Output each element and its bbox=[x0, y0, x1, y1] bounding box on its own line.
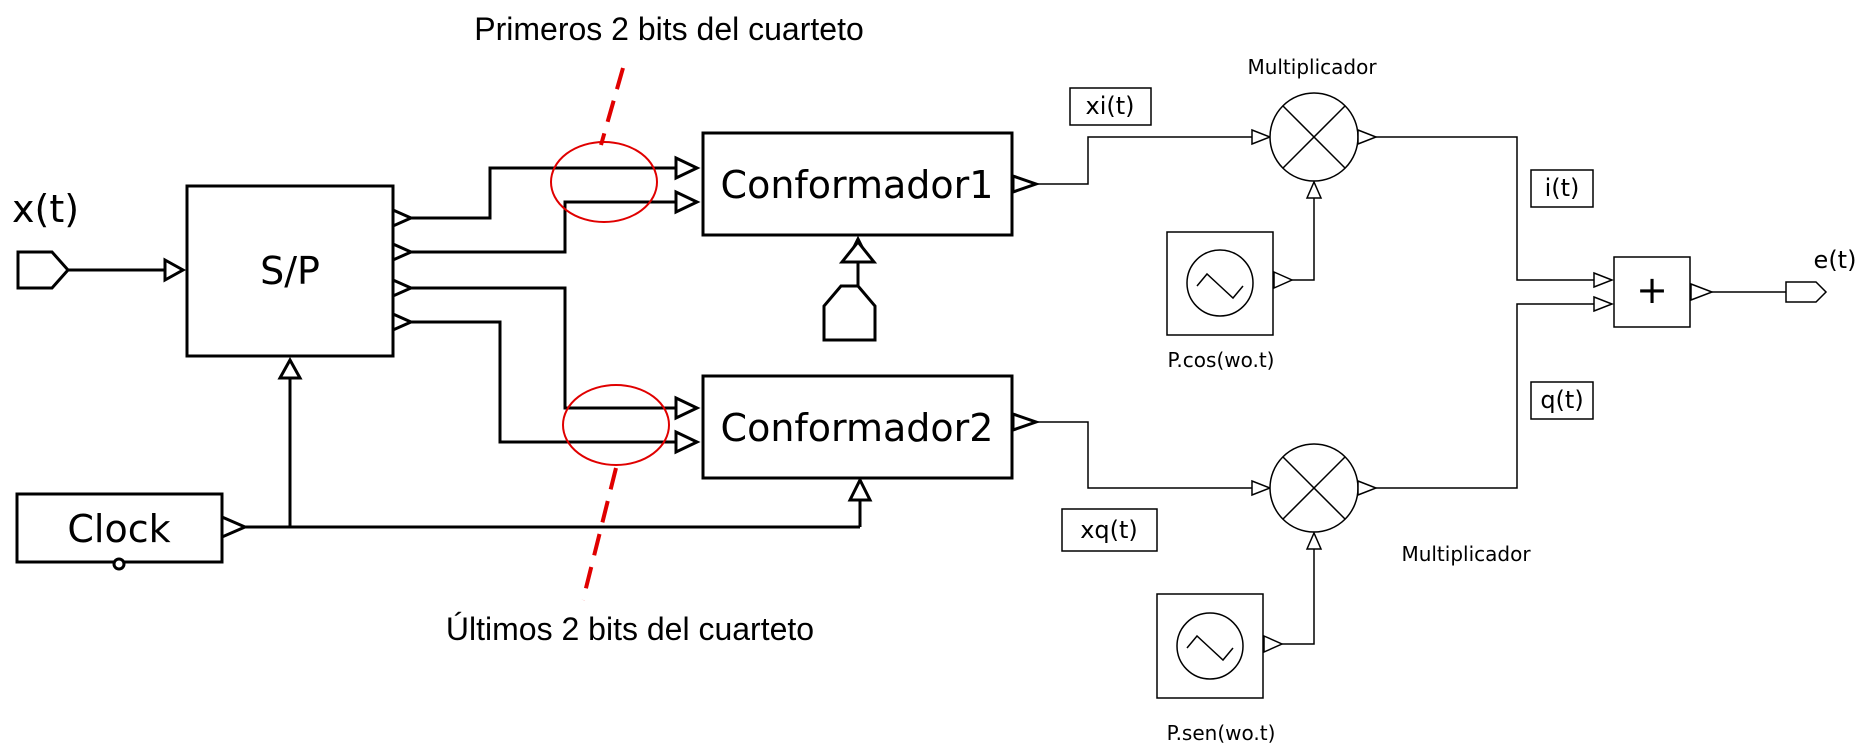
wire-bit3 bbox=[411, 286, 676, 410]
mult1-in-arrow-icon bbox=[1251, 128, 1273, 146]
sp-clock-arrow-icon bbox=[277, 356, 303, 380]
multiplier-top-label: Multiplicador bbox=[1247, 55, 1377, 79]
i-label: i(t) bbox=[1545, 174, 1580, 202]
xi-label: xi(t) bbox=[1085, 92, 1134, 120]
sp-label: S/P bbox=[260, 249, 320, 293]
cos-wire bbox=[1292, 198, 1315, 281]
cos-out-arrow-icon bbox=[1273, 270, 1294, 290]
sp-out-arrow-icon bbox=[391, 277, 415, 299]
conf1-out-arrow-icon bbox=[1011, 173, 1041, 195]
conf2-in-arrow-icon bbox=[674, 395, 701, 421]
wire-bit4 bbox=[411, 320, 676, 444]
i-wire bbox=[1376, 136, 1594, 281]
top-annotation: Primeros 2 bits del cuarteto bbox=[474, 11, 864, 47]
xq-wire bbox=[1036, 421, 1252, 489]
sine-wave-icon bbox=[1186, 249, 1254, 317]
input-label: x(t) bbox=[12, 187, 79, 231]
sp-block bbox=[185, 184, 395, 358]
i-label-box bbox=[1530, 169, 1594, 208]
top-bits-highlight bbox=[550, 141, 658, 223]
xi-wire bbox=[1036, 136, 1252, 185]
output-port-icon bbox=[1785, 281, 1828, 303]
conf1-in-arrow-icon bbox=[674, 155, 701, 181]
bottom-bits-highlight bbox=[562, 384, 670, 466]
q-wire bbox=[1376, 303, 1594, 489]
sp-input-arrow-icon bbox=[163, 257, 187, 283]
mult1-osc-arrow-icon bbox=[1305, 180, 1323, 199]
wire-bit1 bbox=[411, 166, 676, 220]
sine-wave-shape bbox=[1196, 272, 1244, 300]
sum-label: + bbox=[1636, 268, 1668, 312]
sine-wave-shape bbox=[1186, 634, 1234, 662]
conf2-clock-arrow-icon bbox=[847, 476, 873, 502]
input-port-icon bbox=[16, 250, 71, 290]
conf2-out-arrow-icon bbox=[1011, 411, 1041, 433]
clock-out-arrow-icon bbox=[220, 514, 249, 540]
sen-wire bbox=[1282, 549, 1315, 645]
sp-out-arrow-icon bbox=[391, 241, 415, 263]
sum-out-arrow-icon bbox=[1690, 282, 1715, 302]
conf1-in-arrow-icon bbox=[674, 189, 701, 215]
clock-pin-icon bbox=[112, 557, 126, 571]
mult2-in-arrow-icon bbox=[1251, 479, 1273, 497]
conformador2-label: Conformador2 bbox=[721, 406, 994, 450]
conformador1-label: Conformador1 bbox=[721, 163, 994, 207]
sen-out-arrow-icon bbox=[1263, 634, 1284, 654]
clock-label: Clock bbox=[67, 507, 170, 551]
conf1-clock-arrow-icon bbox=[838, 239, 878, 264]
mult2-osc-arrow-icon bbox=[1305, 531, 1323, 550]
cos-oscillator-label: P.cos(wo.t) bbox=[1167, 348, 1274, 372]
mult2-cross bbox=[1282, 456, 1346, 520]
xq-label-box bbox=[1061, 508, 1158, 552]
q-label: q(t) bbox=[1540, 386, 1583, 414]
sen-oscillator-label: P.sen(wo.t) bbox=[1167, 721, 1276, 745]
q-label-box bbox=[1530, 381, 1594, 420]
sum-in-arrow-icon bbox=[1593, 271, 1615, 289]
sp-out-arrow-icon bbox=[391, 311, 415, 333]
mult2-out-arrow-icon bbox=[1357, 479, 1379, 497]
conf1-clock-source-icon bbox=[822, 284, 877, 342]
output-label: e(t) bbox=[1814, 246, 1857, 274]
mult1-cross bbox=[1282, 105, 1346, 169]
multiplier-bottom-label: Multiplicador bbox=[1401, 542, 1531, 566]
bottom-annotation: Últimos 2 bits del cuarteto bbox=[446, 611, 814, 647]
sum-block bbox=[1613, 256, 1691, 328]
xi-label-box bbox=[1069, 87, 1152, 126]
conf2-in-arrow-icon bbox=[674, 429, 701, 455]
sum-in-arrow-icon bbox=[1593, 295, 1615, 313]
conformador1-block bbox=[701, 131, 1014, 237]
top-annotation-pointer bbox=[599, 67, 625, 146]
mult1-out-arrow-icon bbox=[1357, 128, 1379, 146]
sine-wave-icon bbox=[1176, 612, 1244, 680]
conformador2-block bbox=[701, 374, 1014, 480]
bottom-annotation-pointer bbox=[581, 467, 618, 601]
xq-label: xq(t) bbox=[1080, 516, 1138, 544]
wire-bit2 bbox=[411, 200, 676, 254]
sp-out-arrow-icon bbox=[391, 207, 415, 229]
